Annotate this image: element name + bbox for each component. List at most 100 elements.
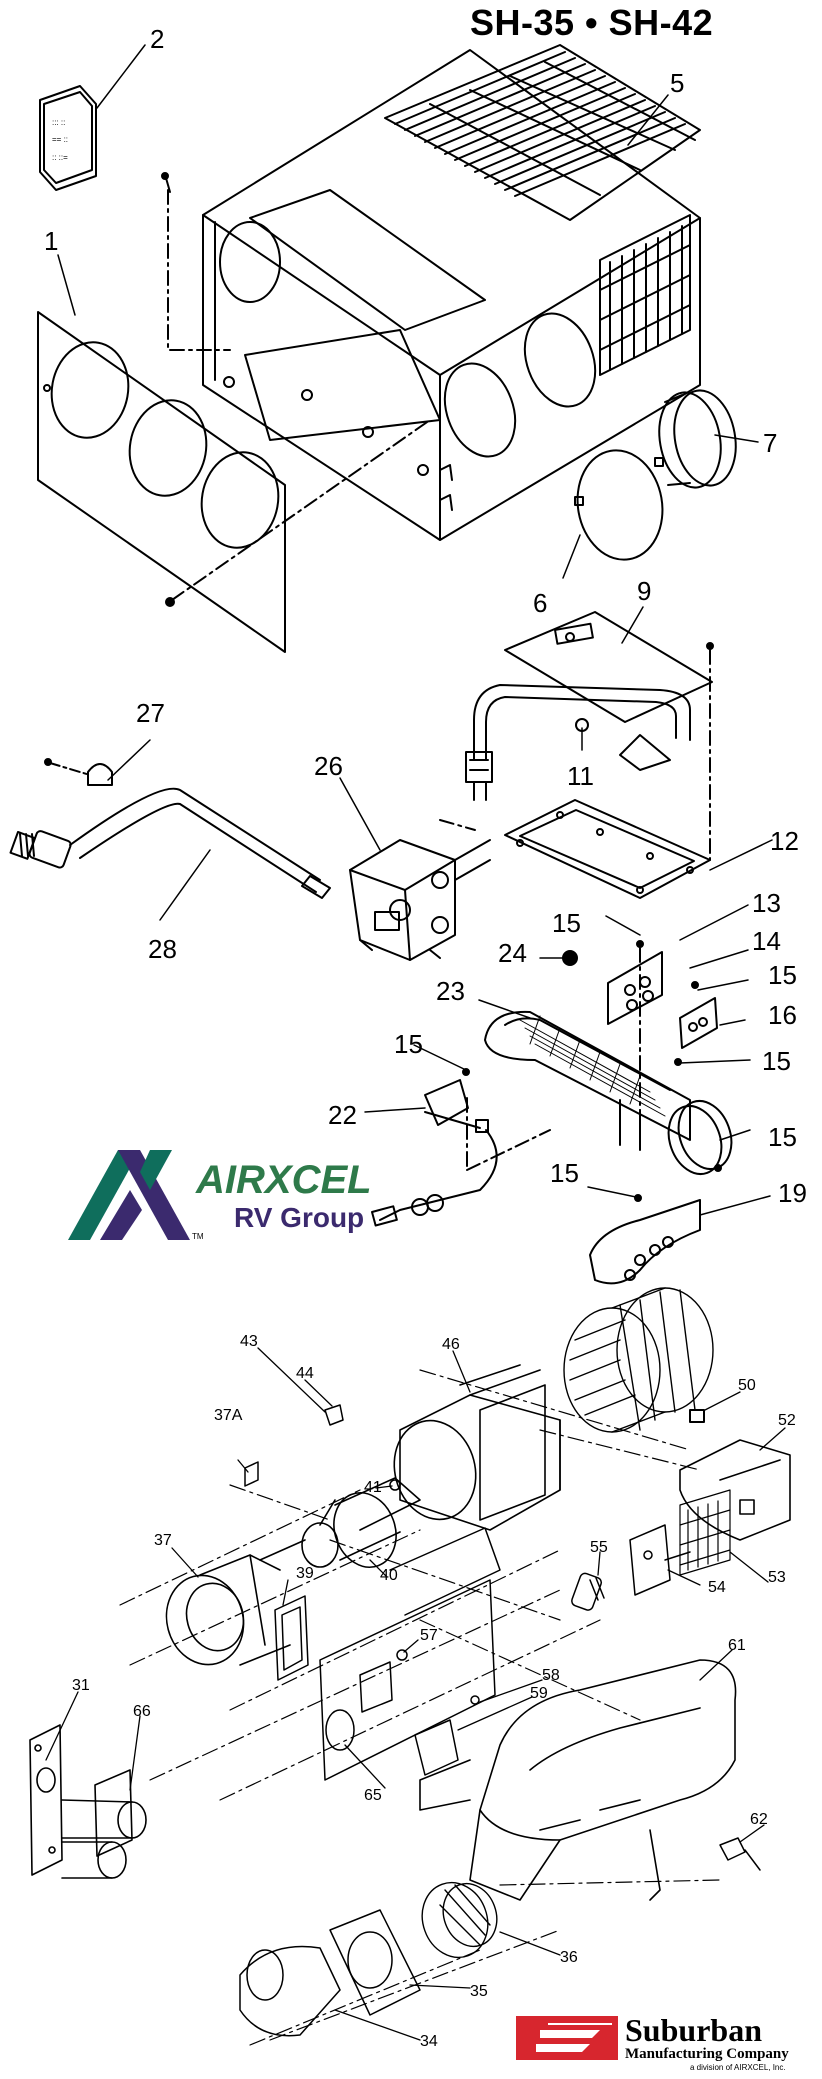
callout-22: 22 xyxy=(328,1100,357,1130)
part-22-igniter xyxy=(371,1079,551,1227)
part-66-tubes xyxy=(61,1769,147,1879)
callout-19: 19 xyxy=(778,1178,807,1208)
callout-54: 54 xyxy=(708,1579,726,1596)
part-55-fuse xyxy=(571,1572,605,1611)
part-57 xyxy=(396,1649,408,1661)
callout-26: 26 xyxy=(314,751,343,781)
callout-46: 46 xyxy=(442,1336,460,1353)
suburban-logo-line3: a division of AIRXCEL, Inc. xyxy=(690,2063,786,2072)
callout-36: 36 xyxy=(560,1949,578,1966)
leader-lines-lower xyxy=(45,1347,786,2041)
part-16-plate xyxy=(679,997,718,1049)
callout-2: 2 xyxy=(150,24,164,54)
part-52-outlet-cover xyxy=(679,1439,791,1541)
callout-15b: 15 xyxy=(768,960,797,990)
callout-52: 52 xyxy=(778,1412,796,1429)
callout-57: 57 xyxy=(420,1627,438,1644)
callout-40: 40 xyxy=(380,1567,398,1584)
callout-13: 13 xyxy=(752,888,781,918)
callout-5: 5 xyxy=(670,68,684,98)
screw xyxy=(634,1194,642,1202)
screw xyxy=(691,981,699,989)
airxcel-logo-name: AIRXCEL xyxy=(196,1158,372,1202)
part-31-outlet-plate xyxy=(29,1724,63,1876)
callout-28: 27 xyxy=(136,698,165,728)
part-35-gasket xyxy=(329,1909,421,2016)
part-44 xyxy=(324,1404,344,1426)
callout-labels: 2 5 1 7 6 9 11 27 26 12 13 15 14 24 28 1… xyxy=(44,24,807,2050)
callout-43: 43 xyxy=(240,1333,258,1350)
callout-65: 65 xyxy=(364,1787,382,1804)
callout-9: 9 xyxy=(637,576,651,606)
part-2-label-plate: ::: :: == :: :: ::= xyxy=(39,85,97,191)
part-12-gasket xyxy=(504,799,711,899)
screw xyxy=(165,177,171,193)
callout-66: 66 xyxy=(133,1703,151,1720)
part-54-switch xyxy=(629,1524,691,1596)
callout-23: 23 xyxy=(436,976,465,1006)
part-6-round-cover xyxy=(574,449,664,561)
suburban-logo-line2: Manufacturing Company xyxy=(625,2046,789,2062)
callout-39: 39 xyxy=(296,1565,314,1582)
callout-59: 59 xyxy=(530,1685,548,1702)
part-11-tube xyxy=(465,642,714,861)
svg-text:::: ::: ::: :: xyxy=(52,118,65,127)
callout-15f: 15 xyxy=(550,1158,579,1188)
screw xyxy=(161,172,169,180)
callout-15c: 15 xyxy=(394,1029,423,1059)
screw xyxy=(462,1068,470,1076)
part-61-heat-exchanger xyxy=(419,1659,737,1901)
part-62 xyxy=(719,1837,761,1871)
callout-1: 1 xyxy=(44,226,58,256)
callout-62: 62 xyxy=(750,1811,768,1828)
part-37-housing xyxy=(165,1554,291,1666)
part-7-collar xyxy=(658,389,737,489)
part-blower-wheel xyxy=(563,1287,714,1433)
screw xyxy=(165,597,175,607)
callout-37: 37 xyxy=(154,1532,172,1549)
callout-50: 50 xyxy=(738,1377,756,1394)
callout-12: 12 xyxy=(770,826,799,856)
callout-55: 55 xyxy=(590,1539,608,1556)
screw-line xyxy=(167,189,231,351)
part-53-screen xyxy=(679,1489,731,1576)
leader-lines xyxy=(57,44,773,1216)
part-19-bracket xyxy=(589,1199,701,1285)
part-65-plate xyxy=(319,1527,501,1781)
part-27-gas-tube xyxy=(9,787,331,899)
callout-7: 7 xyxy=(763,428,777,458)
dash-line xyxy=(439,819,476,831)
dash-lines-lower xyxy=(119,1369,721,2046)
airxcel-logo-mark xyxy=(68,1150,190,1240)
screw xyxy=(674,1058,682,1066)
screw xyxy=(714,1164,722,1172)
screw-line xyxy=(171,419,431,601)
callout-15d: 15 xyxy=(762,1046,791,1076)
callout-27: 28 xyxy=(148,934,177,964)
callout-53: 53 xyxy=(768,1569,786,1586)
part-39-gasket xyxy=(274,1595,309,1681)
callout-24: 24 xyxy=(498,938,527,968)
callout-37a: 37A xyxy=(214,1407,243,1424)
part-34-housing xyxy=(239,1945,341,2037)
callout-15e: 15 xyxy=(768,1122,797,1152)
callout-16: 16 xyxy=(768,1000,797,1030)
part-5-housing xyxy=(202,44,701,541)
part-40-motor xyxy=(259,1477,421,1568)
callout-58: 58 xyxy=(542,1667,560,1684)
screw xyxy=(636,940,644,948)
suburban-logo-name: Suburban xyxy=(625,2012,762,2048)
part-50 xyxy=(689,1409,705,1423)
airxcel-logo-group: RV Group xyxy=(234,1202,365,1233)
callout-34: 34 xyxy=(420,2033,438,2050)
part-59-gasket xyxy=(414,1719,459,1776)
callout-11: 11 xyxy=(567,761,594,791)
callout-14: 14 xyxy=(752,926,781,956)
airxcel-logo-tm: TM xyxy=(192,1232,204,1241)
part-1-front-panel xyxy=(37,311,286,653)
part-26-gas-valve xyxy=(349,839,491,961)
part-37a xyxy=(244,1461,259,1487)
page-title: SH-35 • SH-42 xyxy=(470,2,714,43)
callout-61: 61 xyxy=(728,1637,746,1654)
